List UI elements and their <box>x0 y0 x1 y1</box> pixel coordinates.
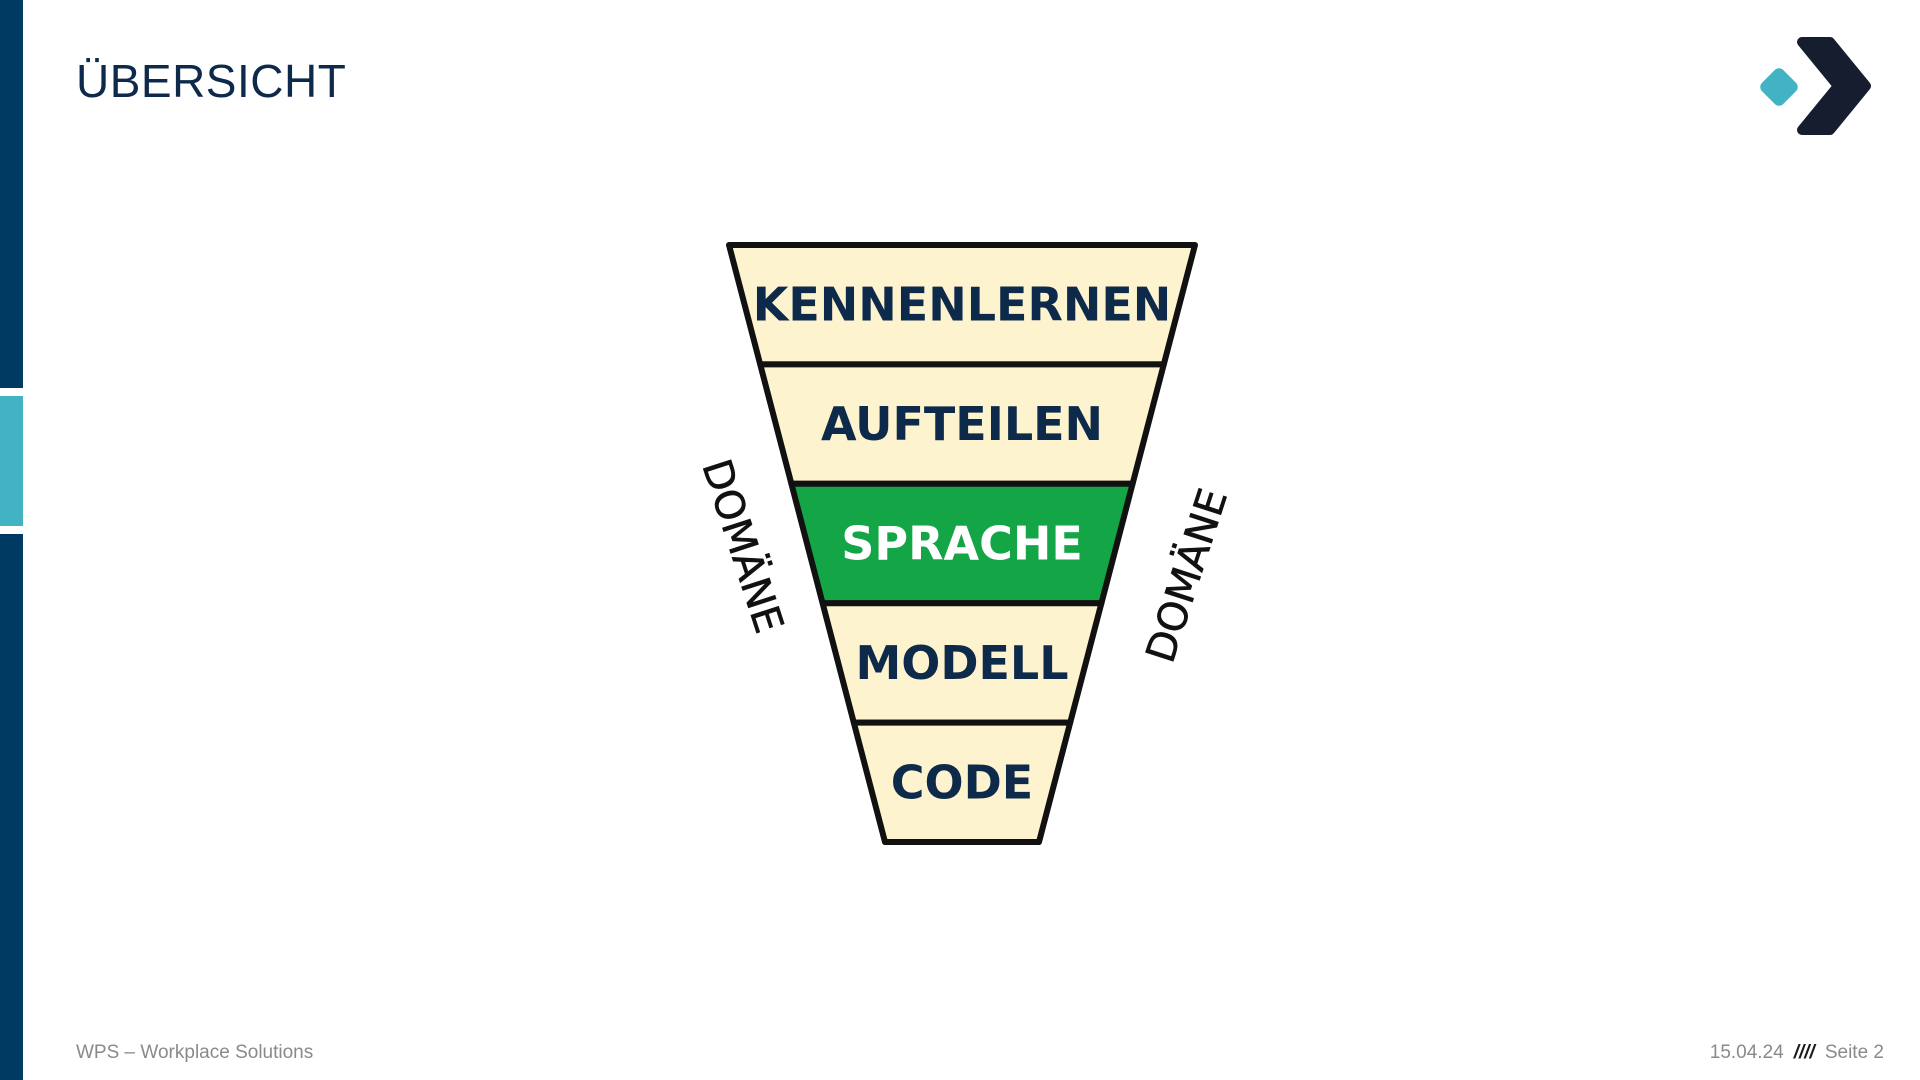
funnel-label-modell: MODELL <box>855 636 1068 690</box>
footer-company: WPS – Workplace Solutions <box>76 1042 314 1063</box>
side-accent-bar-middle <box>0 396 23 526</box>
funnel-label-kennenlernen: KENNENLERNEN <box>753 278 1172 332</box>
funnel-level-code <box>850 719 1074 845</box>
side-label-right: DOMÄNE <box>1136 483 1237 668</box>
page-title: ÜBERSICHT <box>76 55 347 107</box>
company-logo-icon <box>1760 37 1871 135</box>
side-accent-bar-top <box>0 0 23 388</box>
side-label-left: DOMÄNE <box>692 453 793 638</box>
funnel-label-aufteilen: AUFTEILEN <box>821 397 1103 451</box>
footer-date: 15.04.24 <box>1709 1042 1784 1063</box>
funnel-label-code: CODE <box>891 755 1033 809</box>
footer-meta: 15.04.24 //// Seite 2 <box>1710 1042 1884 1064</box>
funnel-label-sprache: SPRACHE <box>841 517 1083 571</box>
footer-separator: //// <box>1793 1042 1815 1063</box>
footer-page-number: Seite 2 <box>1824 1042 1884 1063</box>
side-accent-bar-bottom <box>0 534 23 1080</box>
